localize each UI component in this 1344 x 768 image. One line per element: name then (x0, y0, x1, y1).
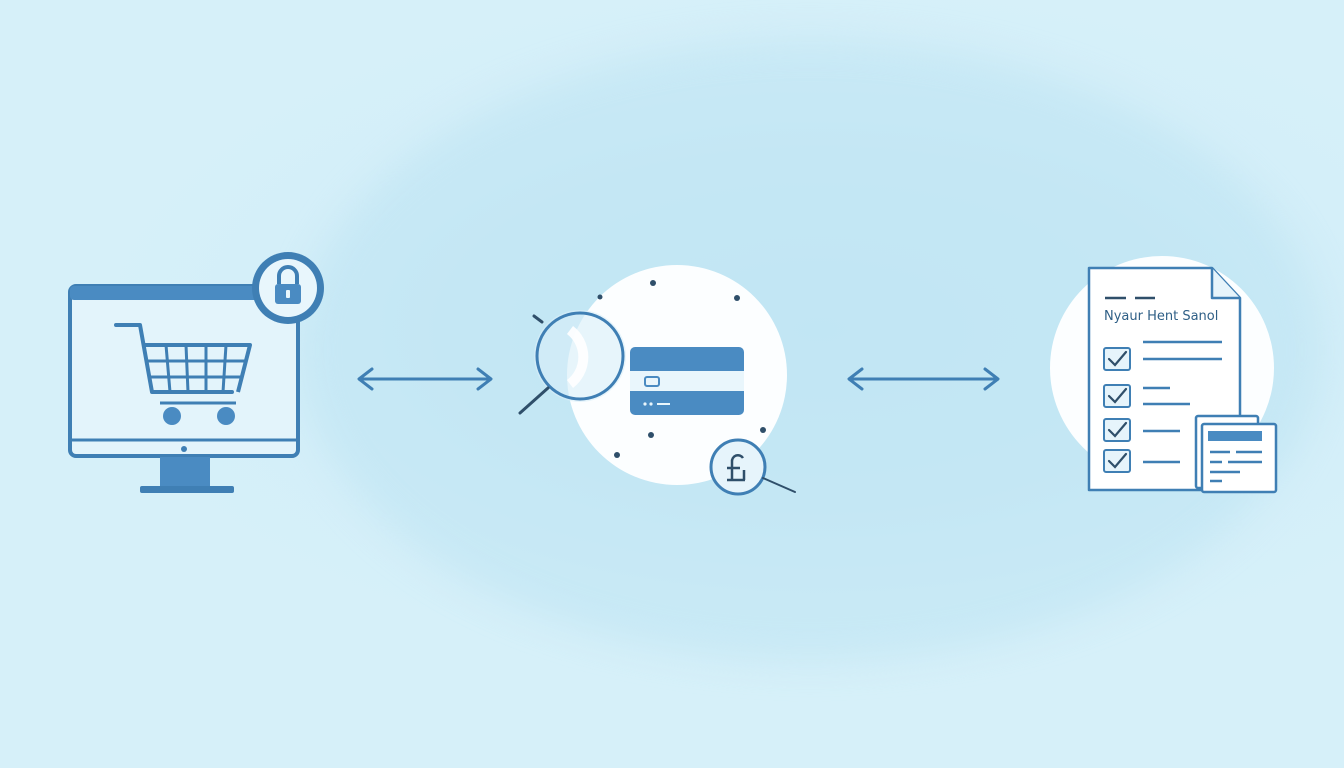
magnifier-icon (518, 310, 626, 415)
pound-currency-icon (709, 438, 796, 496)
credit-card-icon (630, 347, 744, 415)
lock-icon (252, 252, 324, 324)
document-heading: Nyaur Hent Sanol (1104, 309, 1218, 324)
shopping-cart-icon (114, 323, 252, 425)
double-arrow-icon (847, 367, 1000, 391)
monitor-icon (68, 284, 300, 493)
receipt-icon (1194, 414, 1278, 494)
double-arrow-icon (357, 367, 493, 391)
